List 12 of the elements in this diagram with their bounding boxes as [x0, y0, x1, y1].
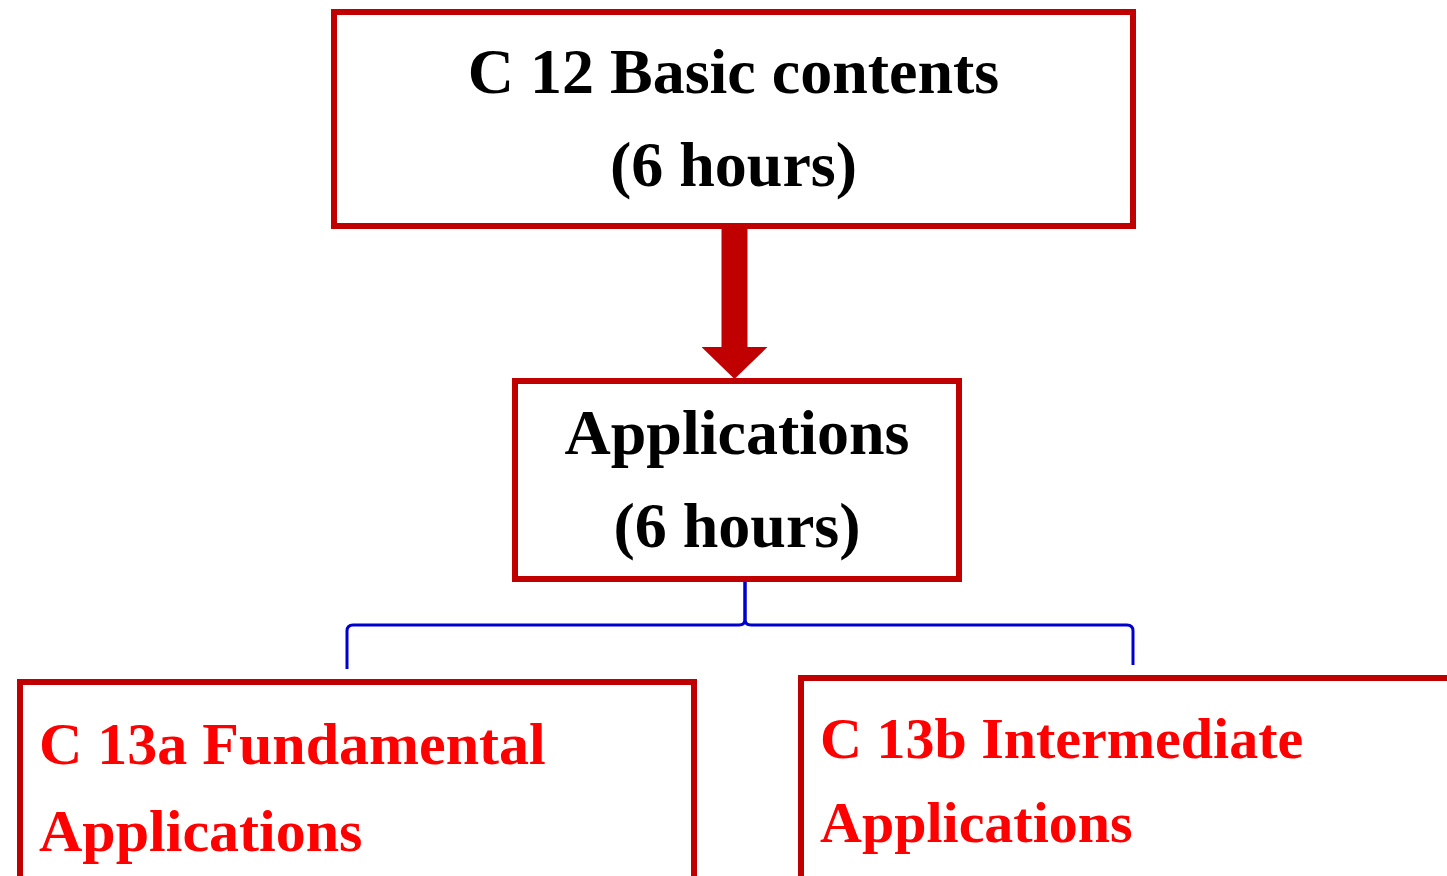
process-box	[798, 675, 1447, 876]
process-box	[512, 378, 962, 582]
box-text: C 13a Fundamental Applications	[39, 710, 547, 866]
box-text: (6 hours)	[609, 128, 858, 202]
process-box	[331, 9, 1136, 229]
box-text: (6 hours)	[613, 489, 861, 563]
box-text: C 12 Basic contents	[467, 35, 1000, 110]
box-text: Applications	[564, 396, 910, 471]
connector-line	[743, 582, 1135, 665]
arrow	[701, 229, 768, 379]
box-text: C 13b Intermediate Applications	[820, 705, 1305, 858]
process-box	[17, 679, 697, 876]
